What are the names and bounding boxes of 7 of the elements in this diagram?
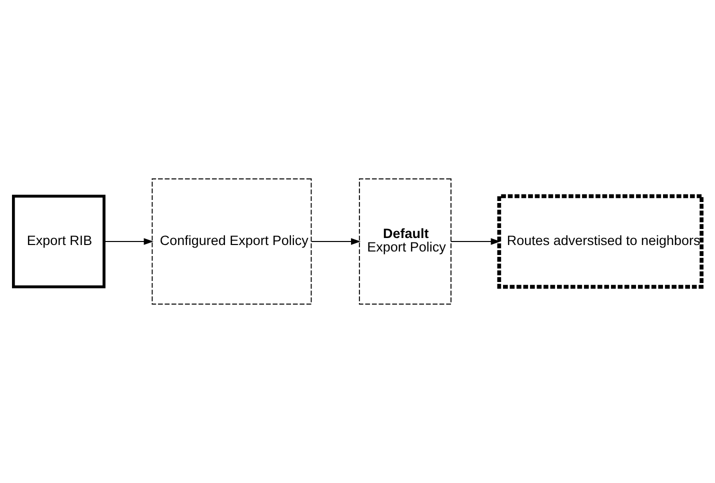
node-box: Routes adverstised to neighbors	[497, 194, 704, 289]
node-box: Configured Export Policy	[152, 178, 312, 305]
node-box: Export RIB	[12, 194, 106, 288]
arrow	[310, 238, 361, 245]
node-box: Default Export Policy	[358, 178, 452, 305]
arrow	[450, 238, 500, 245]
arrow	[104, 238, 154, 245]
